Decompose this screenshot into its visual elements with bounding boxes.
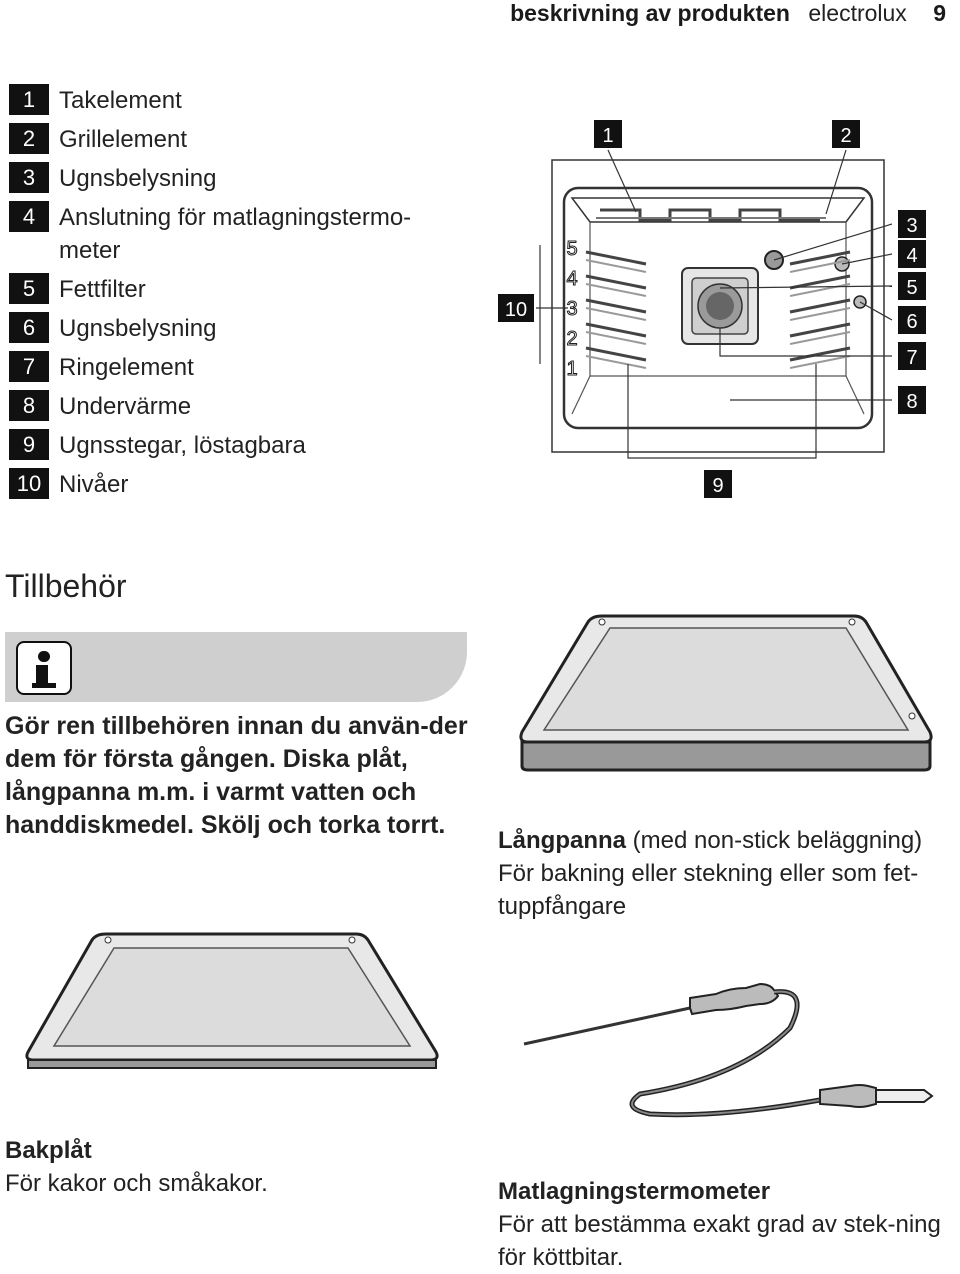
legend-label: Nivåer	[59, 471, 129, 498]
deep-pan-name: Långpanna	[498, 827, 627, 854]
legend-label: Ugnsbelysning	[59, 165, 217, 192]
oven-back-wall	[589, 222, 847, 377]
deep-pan-description: Långpanna (med non-stick beläggning) För…	[498, 824, 958, 923]
section-title-accessories: Tillbehör	[5, 568, 127, 604]
level-4: 4	[566, 268, 577, 290]
fan-icon	[706, 292, 734, 320]
callout-1: 1	[602, 125, 613, 147]
legend-label: Ugnsstegar, löstagbara	[59, 432, 306, 459]
legend-label: Undervärme	[59, 393, 192, 420]
deep-pan-illustration	[519, 614, 933, 772]
legend-item: 2 Grillelement	[9, 123, 469, 156]
baking-tray-desc: För kakor och småkakor.	[5, 1170, 268, 1197]
legend-item: 3 Ugnsbelysning	[9, 162, 469, 195]
level-5: 5	[566, 238, 577, 260]
legend-label: Ugnsbelysning	[59, 315, 217, 342]
legend-item: 1 Takelement	[9, 84, 469, 117]
diagram-callouts: 1 2 3 4 5 6 7 8 9 10	[498, 120, 926, 498]
oven-floor-edge	[571, 375, 865, 415]
callout-5: 5	[906, 277, 917, 299]
baking-tray-description: Bakplåt För kakor och småkakor.	[5, 1134, 455, 1200]
callout-10: 10	[505, 299, 527, 321]
legend-label: Grillelement	[59, 126, 188, 153]
callout-leader-lines	[536, 149, 893, 459]
deep-pan-desc: För bakning eller stekning eller som fet…	[498, 860, 919, 920]
page-header: beskrivning av produkten electrolux 9	[510, 0, 946, 28]
thermometer-desc: För att bestämma exakt grad av stek-ning…	[498, 1211, 941, 1271]
meat-thermometer-illustration	[523, 982, 934, 1118]
callout-8: 8	[906, 391, 917, 413]
legend-item: 8 Undervärme	[9, 390, 469, 423]
legend-item: 7 Ringelement	[9, 351, 469, 384]
legend-item: 9 Ugnsstegar, löstagbara	[9, 429, 469, 462]
legend-label: Ringelement	[59, 354, 194, 381]
shelf-level-numbers: 5 4 3 2 1	[566, 238, 578, 381]
baking-tray-name: Bakplåt	[5, 1137, 92, 1164]
callout-9: 9	[712, 475, 723, 497]
baking-tray-illustration	[25, 932, 439, 1069]
legend-label: Fettfilter	[59, 276, 146, 303]
callout-4: 4	[906, 245, 917, 267]
thermometer-description: Matlagningstermometer För att bestämma e…	[498, 1175, 948, 1274]
level-1: 1	[566, 358, 577, 380]
parts-legend: 1 Takelement 2 Grillelement 3 Ugnsbelysn…	[9, 84, 469, 507]
deep-pan-note: (med non-stick beläggning)	[626, 827, 923, 854]
legend-item: 5 Fettfilter	[9, 273, 469, 306]
callout-6: 6	[906, 311, 917, 333]
right-shelf-supports	[789, 250, 851, 369]
thermometer-name: Matlagningstermometer	[498, 1178, 771, 1205]
header-page-number: 9	[933, 0, 946, 26]
legend-number: 7	[9, 351, 49, 382]
legend-number: 8	[9, 390, 49, 421]
legend-item: 4 Anslutning för matlagningstermo-meter	[9, 201, 469, 267]
legend-item: 6 Ugnsbelysning	[9, 312, 469, 345]
legend-number: 5	[9, 273, 49, 304]
info-banner	[5, 632, 467, 702]
header-brand: electrolux	[808, 0, 907, 26]
legend-label: Anslutning för matlagningstermo-meter	[59, 204, 412, 264]
info-note: Gör ren tillbehören innan du använ-der d…	[5, 712, 468, 839]
legend-number: 3	[9, 162, 49, 193]
legend-number: 4	[9, 201, 49, 232]
legend-label: Takelement	[59, 87, 182, 114]
callout-3: 3	[906, 215, 917, 237]
legend-number: 10	[9, 468, 49, 499]
oven-interior-diagram: 1 2 3 4 5 6 7 8 9 10 5 4 3 2 1	[498, 120, 926, 498]
info-icon	[16, 641, 72, 695]
callout-7: 7	[906, 347, 917, 369]
callout-2: 2	[840, 125, 851, 147]
left-shelf-supports	[585, 250, 647, 369]
level-3: 3	[566, 298, 577, 320]
legend-number: 6	[9, 312, 49, 343]
legend-number: 2	[9, 123, 49, 154]
legend-item: 10 Nivåer	[9, 468, 469, 501]
level-2: 2	[566, 328, 577, 350]
legend-number: 9	[9, 429, 49, 460]
legend-number: 1	[9, 84, 49, 115]
header-section-title: beskrivning av produkten	[510, 0, 790, 26]
